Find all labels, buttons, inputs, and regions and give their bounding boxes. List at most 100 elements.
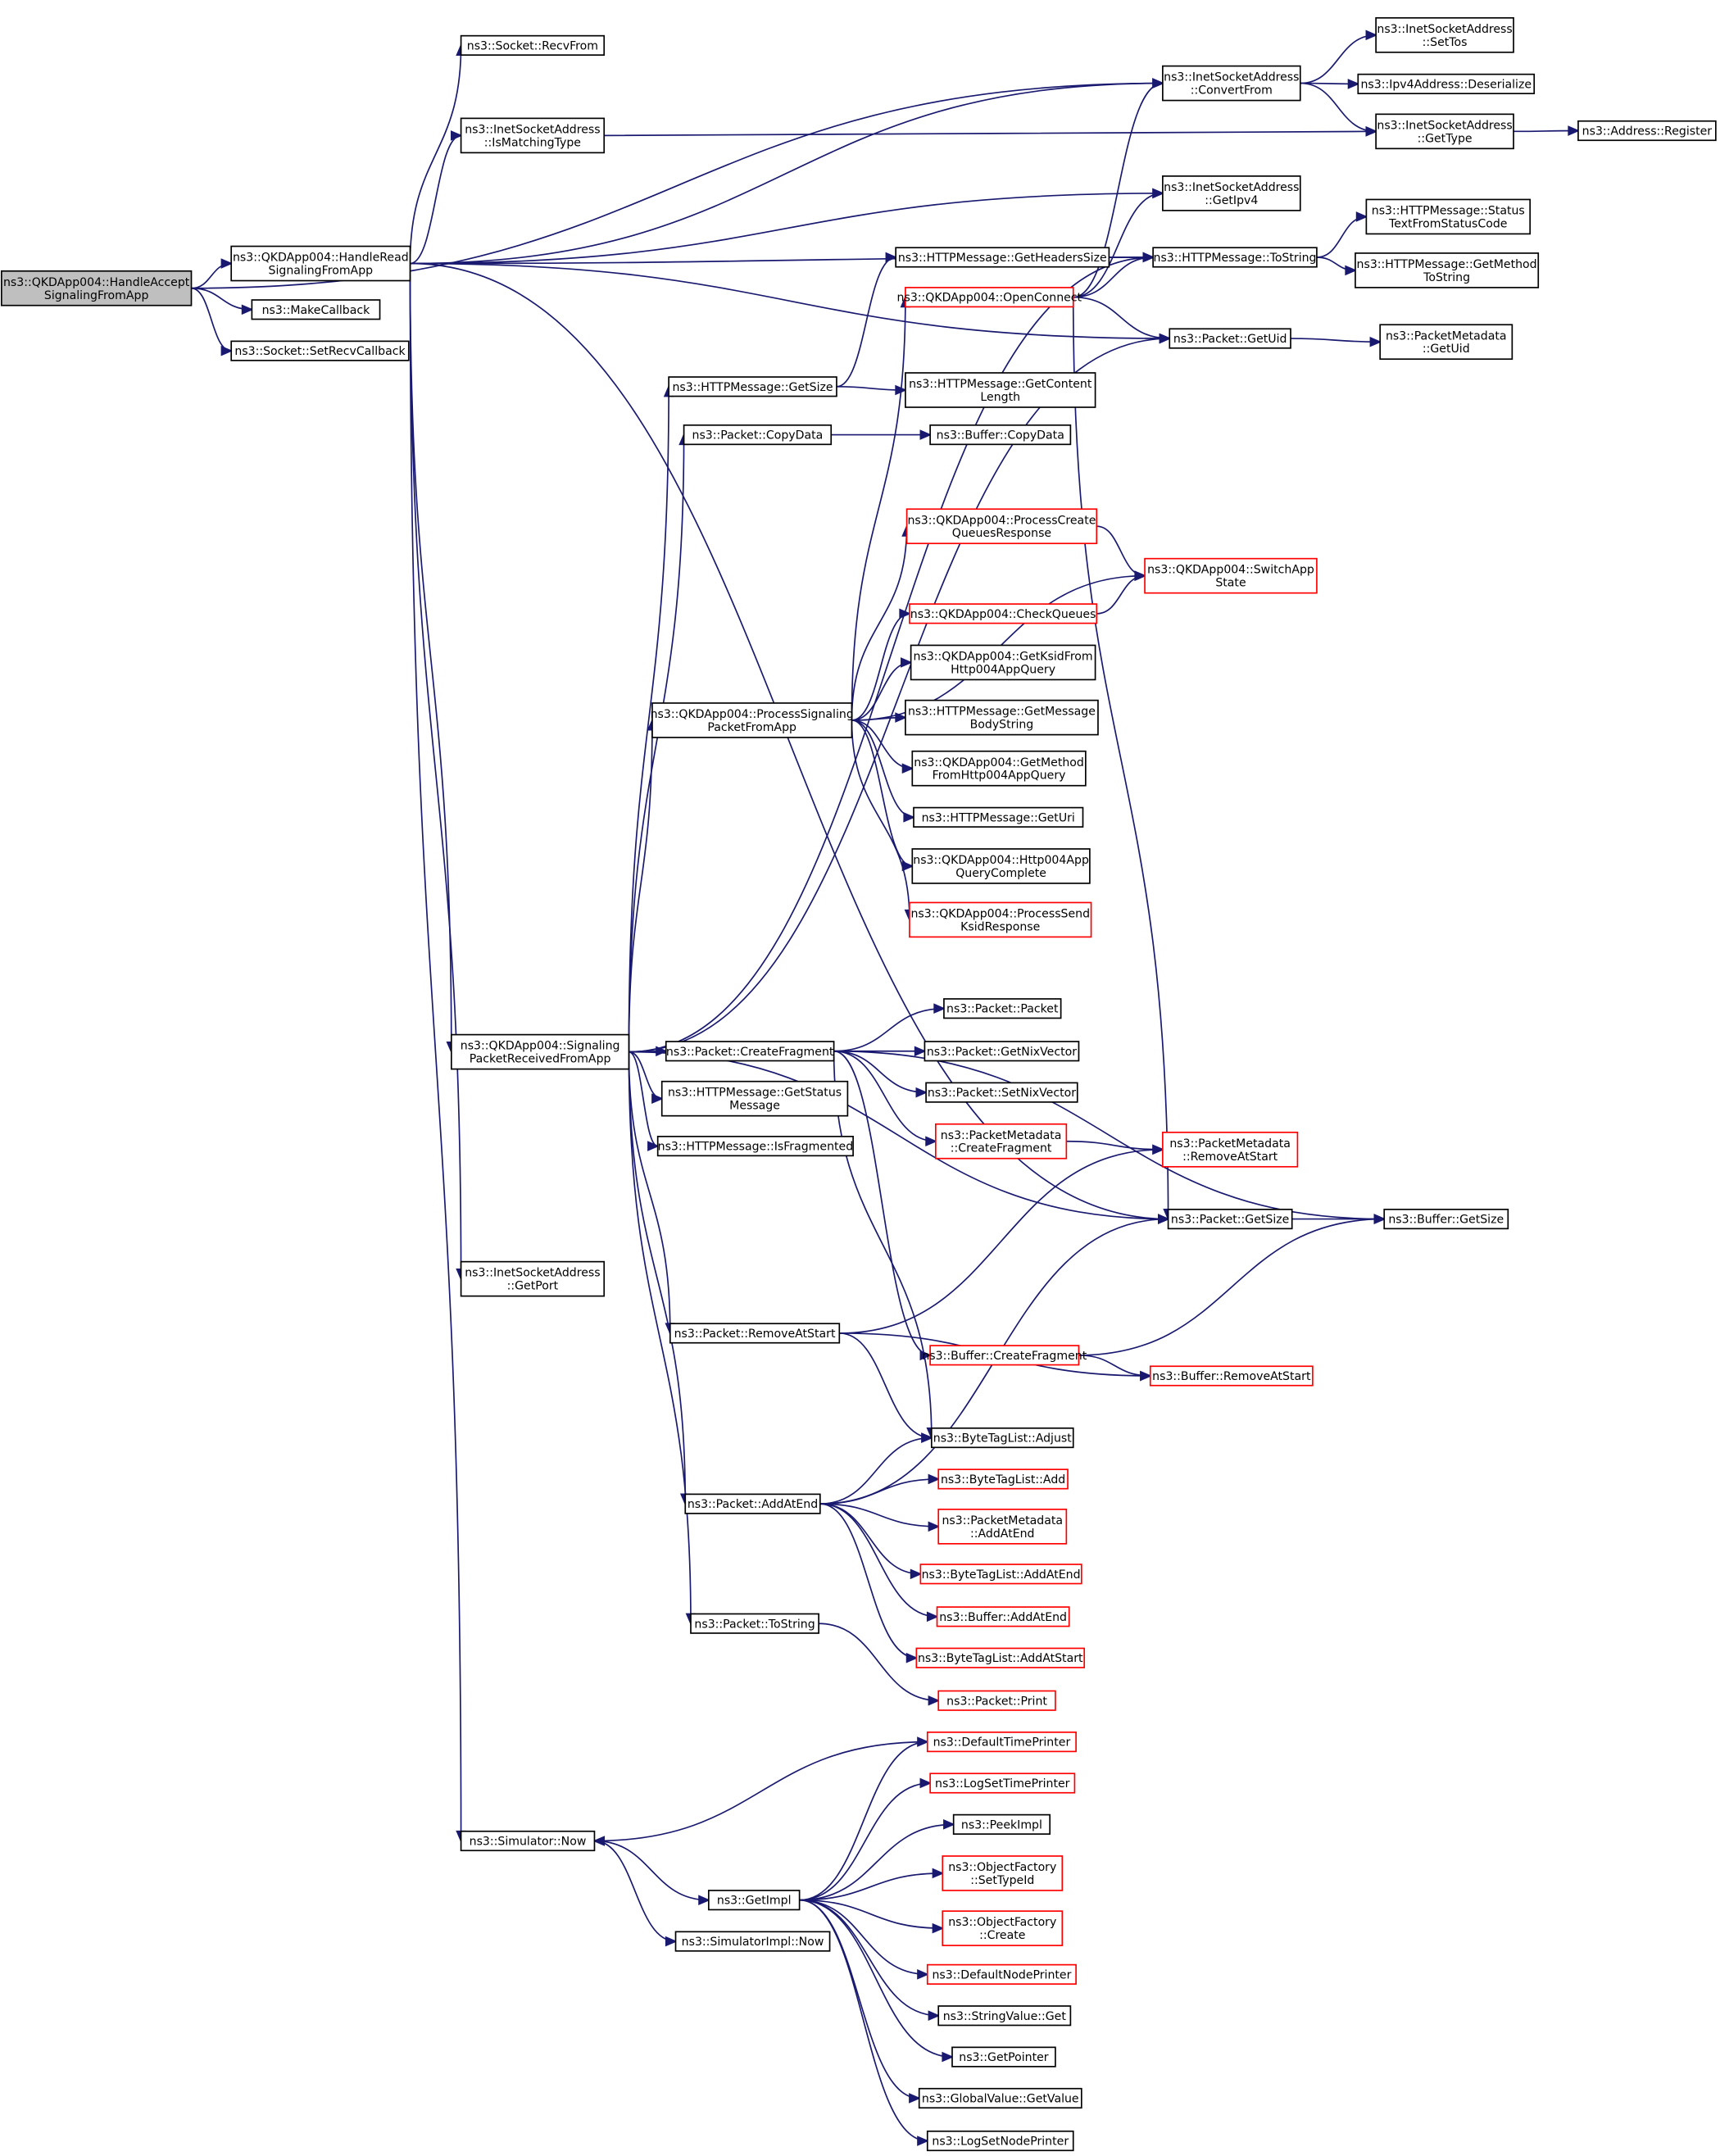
node-get-type[interactable]: ns3::InetSocketAddress::GetType bbox=[1375, 113, 1514, 150]
node-handle-read[interactable]: ns3::QKDApp004::HandleReadSignalingFromA… bbox=[230, 245, 411, 282]
node-packet-add-at-end[interactable]: ns3::Packet::AddAtEnd bbox=[684, 1493, 821, 1514]
node-set-nix-vector[interactable]: ns3::Packet::SetNixVector bbox=[925, 1082, 1078, 1103]
node-buffer-remove-at-start[interactable]: ns3::Buffer::RemoveAtStart bbox=[1149, 1365, 1314, 1387]
node-make-callback[interactable]: ns3::MakeCallback bbox=[251, 299, 381, 320]
node-root[interactable]: ns3::QKDApp004::HandleAcceptSignalingFro… bbox=[0, 270, 193, 306]
node-label: ns3::HTTPMessage::GetContent bbox=[909, 378, 1092, 391]
node-is-matching-type[interactable]: ns3::InetSocketAddress::IsMatchingType bbox=[460, 117, 606, 154]
node-get-port[interactable]: ns3::InetSocketAddress::GetPort bbox=[460, 1260, 606, 1297]
node-box bbox=[936, 1606, 1070, 1627]
node-string-value-get[interactable]: ns3::StringValue::Get bbox=[937, 2005, 1072, 2027]
node-simulator-now[interactable]: ns3::Simulator::Now bbox=[460, 1830, 596, 1852]
node-get-impl[interactable]: ns3::GetImpl bbox=[707, 1890, 801, 1911]
node-buffer-add-at-end[interactable]: ns3::Buffer::AddAtEnd bbox=[936, 1606, 1070, 1627]
edge-get-impl-to-log-set-node-printer bbox=[799, 1899, 929, 2146]
node-buffer-create-fragment[interactable]: ns3::Buffer::CreateFragment bbox=[922, 1345, 1087, 1366]
node-log-set-node-printer[interactable]: ns3::LogSetNodePrinter bbox=[926, 2130, 1074, 2152]
edge-line bbox=[819, 1503, 917, 1659]
edge-line bbox=[819, 1437, 932, 1505]
node-convert-from[interactable]: ns3::InetSocketAddress::ConvertFrom bbox=[1162, 65, 1301, 102]
node-check-queues[interactable]: ns3::QKDApp004::CheckQueues bbox=[909, 603, 1098, 624]
arrowhead-icon bbox=[1134, 570, 1147, 581]
node-box bbox=[1357, 73, 1536, 95]
edge-process-signaling-to-get-ksid bbox=[851, 657, 913, 721]
node-log-set-time-printer[interactable]: ns3::LogSetTimePrinter bbox=[929, 1772, 1076, 1794]
node-packet-create-fragment[interactable]: ns3::Packet::CreateFragment bbox=[665, 1041, 835, 1062]
node-address-register[interactable]: ns3::Address::Register bbox=[1577, 120, 1717, 142]
node-status-text[interactable]: ns3::HTTPMessage::StatusTextFromStatusCo… bbox=[1365, 198, 1532, 235]
node-buffer-get-size[interactable]: ns3::Buffer::GetSize bbox=[1383, 1209, 1509, 1230]
node-metadata-get-uid[interactable]: ns3::PacketMetadata::GetUid bbox=[1379, 324, 1514, 361]
node-ipv4-deserialize[interactable]: ns3::Ipv4Address::Deserialize bbox=[1357, 73, 1536, 95]
edge-default-time-printer-to-simulator-now bbox=[592, 1741, 928, 1846]
node-packet-remove-at-start[interactable]: ns3::Packet::RemoveAtStart bbox=[669, 1323, 841, 1344]
node-byte-tag-add-at-end[interactable]: ns3::ByteTagList::AddAtEnd bbox=[919, 1564, 1082, 1585]
node-get-uri[interactable]: ns3::HTTPMessage::GetUri bbox=[913, 806, 1084, 828]
edge-line bbox=[851, 526, 908, 720]
node-packet-print[interactable]: ns3::Packet::Print bbox=[937, 1690, 1056, 1711]
node-byte-tag-add-at-start[interactable]: ns3::ByteTagList::AddAtStart bbox=[915, 1647, 1086, 1668]
node-metadata-remove-at-start[interactable]: ns3::PacketMetadata::RemoveAtStart bbox=[1162, 1131, 1299, 1168]
node-packet-get-size[interactable]: ns3::Packet::GetSize bbox=[1167, 1209, 1293, 1230]
arrowhead-icon bbox=[932, 1868, 945, 1879]
node-box bbox=[905, 372, 1096, 408]
node-is-fragmented[interactable]: ns3::HTTPMessage::IsFragmented bbox=[656, 1136, 854, 1157]
node-packet-copy-data[interactable]: ns3::Packet::CopyData bbox=[683, 424, 833, 446]
node-packet-to-string[interactable]: ns3::Packet::ToString bbox=[690, 1613, 819, 1634]
edge-get-impl-to-string-value-get bbox=[799, 1899, 941, 2022]
node-byte-tag-adjust[interactable]: ns3::ByteTagList::Adjust bbox=[930, 1427, 1074, 1449]
node-set-tos[interactable]: ns3::InetSocketAddress::SetTos bbox=[1375, 16, 1514, 53]
node-box bbox=[668, 376, 837, 397]
edge-line bbox=[1073, 256, 1154, 298]
node-peek-impl[interactable]: ns3::PeekImpl bbox=[952, 1813, 1051, 1835]
node-set-recv-callback[interactable]: ns3::Socket::SetRecvCallback bbox=[230, 340, 410, 361]
node-get-method-from[interactable]: ns3::QKDApp004::GetMethodFromHttp004AppQ… bbox=[911, 750, 1087, 787]
node-get-ksid[interactable]: ns3::QKDApp004::GetKsidFromHttp004AppQue… bbox=[910, 644, 1096, 681]
node-box bbox=[937, 2005, 1072, 2027]
node-packet-get-uid[interactable]: ns3::Packet::GetUid bbox=[1169, 328, 1291, 349]
node-label: ns3::HTTPMessage::Status bbox=[1372, 205, 1525, 218]
node-get-nix-vector[interactable]: ns3::Packet::GetNixVector bbox=[924, 1041, 1080, 1062]
node-metadata-create-fragment[interactable]: ns3::PacketMetadata::CreateFragment bbox=[935, 1123, 1068, 1160]
node-label: ns3::Buffer::CreateFragment bbox=[922, 1350, 1087, 1363]
node-open-connect[interactable]: ns3::QKDApp004::OpenConnect bbox=[897, 287, 1082, 308]
edge-convert-from-to-get-type bbox=[1300, 82, 1378, 137]
node-default-node-printer[interactable]: ns3::DefaultNodePrinter bbox=[926, 1963, 1077, 1985]
node-box bbox=[942, 1910, 1064, 1946]
node-recv-from[interactable]: ns3::Socket::RecvFrom bbox=[460, 34, 606, 56]
node-http-get-size[interactable]: ns3::HTTPMessage::GetSize bbox=[668, 376, 837, 397]
edge-line bbox=[799, 1899, 952, 2058]
node-box bbox=[684, 1493, 821, 1514]
node-box bbox=[669, 1323, 841, 1344]
node-label: ns3::ObjectFactory bbox=[948, 1916, 1056, 1929]
node-get-headers-size[interactable]: ns3::HTTPMessage::GetHeadersSize bbox=[895, 247, 1110, 268]
node-http-to-string[interactable]: ns3::HTTPMessage::ToString bbox=[1152, 247, 1318, 268]
edge-http-to-string-to-get-method-to-string bbox=[1316, 256, 1358, 276]
node-byte-tag-add[interactable]: ns3::ByteTagList::Add bbox=[937, 1468, 1069, 1490]
node-process-signaling[interactable]: ns3::QKDApp004::ProcessSignalingPacketFr… bbox=[651, 702, 854, 738]
node-default-time-printer[interactable]: ns3::DefaultTimePrinter bbox=[926, 1732, 1077, 1753]
node-get-pointer[interactable]: ns3::GetPointer bbox=[951, 2046, 1056, 2067]
node-get-ipv4[interactable]: ns3::InetSocketAddress::GetIpv4 bbox=[1162, 175, 1301, 211]
node-buffer-copy-data[interactable]: ns3::Buffer::CopyData bbox=[929, 424, 1072, 446]
edge-line bbox=[851, 297, 906, 720]
node-process-create-queues[interactable]: ns3::QKDApp004::ProcessCreateQueuesRespo… bbox=[905, 508, 1098, 545]
node-signaling-received[interactable]: ns3::QKDApp004::SignalingPacketReceivedF… bbox=[450, 1033, 630, 1070]
node-label: ns3::Ipv4Address::Deserialize bbox=[1360, 78, 1532, 91]
edge-packet-create-fragment-to-buffer-create-fragment bbox=[833, 1050, 933, 1361]
node-simulator-impl-now[interactable]: ns3::SimulatorImpl::Now bbox=[674, 1931, 831, 1952]
node-object-factory-create[interactable]: ns3::ObjectFactory::Create bbox=[942, 1910, 1064, 1946]
node-label: ns3::InetSocketAddress bbox=[1377, 23, 1512, 36]
edge-line bbox=[799, 1872, 943, 1901]
node-global-value-get-value[interactable]: ns3::GlobalValue::GetValue bbox=[918, 2087, 1082, 2109]
node-packet-packet[interactable]: ns3::Packet::Packet bbox=[943, 998, 1062, 1019]
node-object-factory-set-type-id[interactable]: ns3::ObjectFactory::SetTypeId bbox=[942, 1855, 1064, 1891]
node-metadata-add-at-end[interactable]: ns3::PacketMetadata::AddAtEnd bbox=[937, 1509, 1068, 1545]
